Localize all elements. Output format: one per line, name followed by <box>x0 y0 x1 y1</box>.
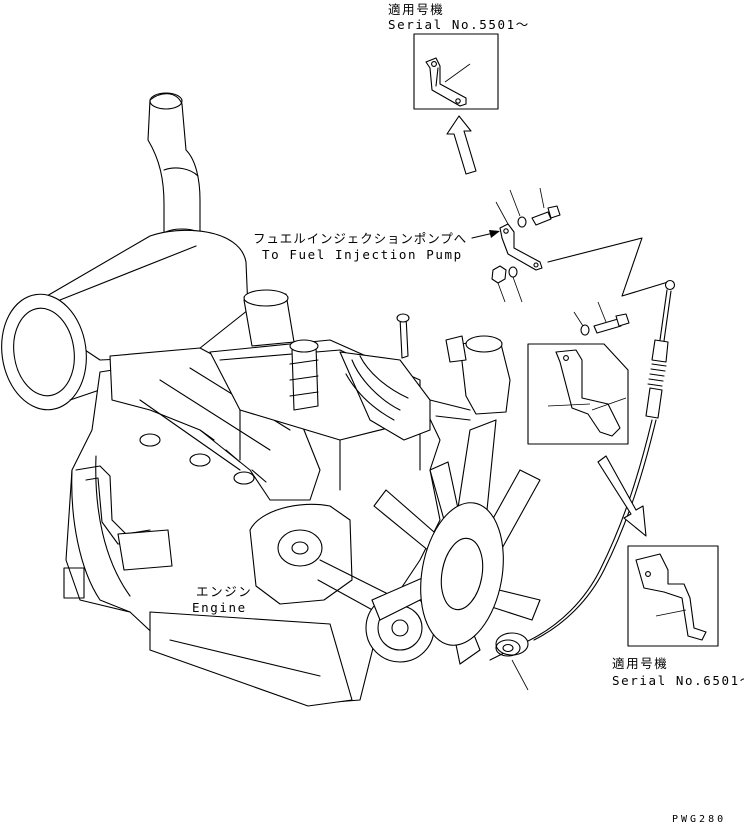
cable-grommet <box>495 632 529 691</box>
throttle-cable <box>489 279 676 661</box>
detail-box-bracket <box>527 343 629 445</box>
cooling-fan <box>371 419 541 665</box>
engine-label: Engine <box>192 600 247 615</box>
arrow-down-to-detail <box>597 455 647 537</box>
fuel-pump-label: To Fuel Injection Pump <box>262 247 463 262</box>
serial-top-jp-label: 適用号機 <box>388 2 445 17</box>
throttle-link-parts <box>471 187 669 336</box>
detail-box-serial-6501 <box>627 545 719 647</box>
serial-top-label: Serial No.5501～ <box>388 17 530 32</box>
arrow-up-to-detail <box>446 115 477 175</box>
detail-box-serial-5501 <box>413 33 499 110</box>
serial-bottom-jp-label: 適用号機 <box>612 656 669 671</box>
engine-assembly <box>1 92 541 707</box>
serial-bottom-label: Serial No.6501～ <box>612 673 744 688</box>
drawing-code: PWG280 <box>672 814 727 825</box>
fuel-pump-jp-label: フュエルインジェクションポンプへ <box>253 231 468 246</box>
engine-jp-label: エンジン <box>196 584 253 599</box>
